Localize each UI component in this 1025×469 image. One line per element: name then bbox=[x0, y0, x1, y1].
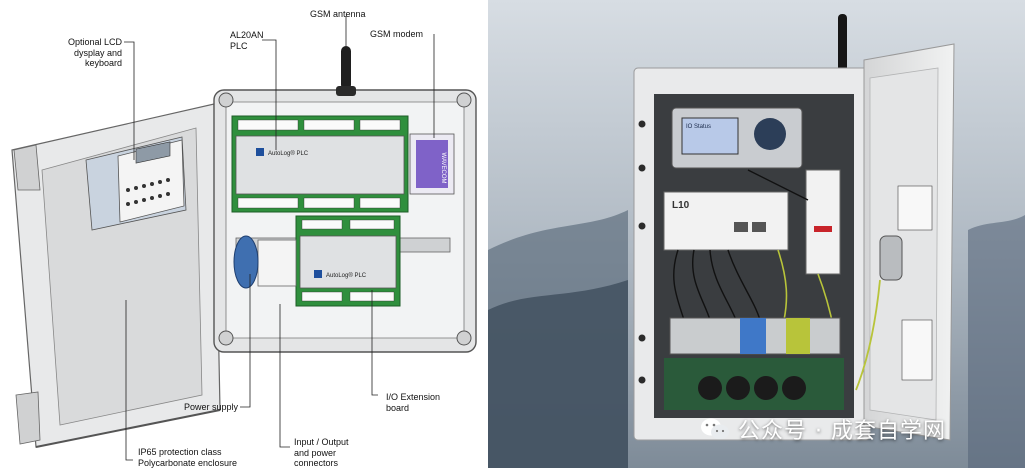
plc-main-label: AutoLog® PLC bbox=[268, 150, 309, 157]
gsm-antenna bbox=[336, 46, 356, 96]
lcd-keyboard-module bbox=[85, 136, 187, 231]
main-plc: AutoLog® PLC bbox=[231, 115, 409, 213]
plc-callout: AL20AN PLC bbox=[230, 30, 264, 51]
io-board-callout: I/O Extension board bbox=[386, 392, 441, 413]
photo-drawing: IO Status L10 bbox=[488, 0, 1025, 468]
plc-ext-label: AutoLog® PLC bbox=[326, 272, 367, 279]
gsm-modem: WAVECOM bbox=[409, 133, 455, 195]
photo-hmi-status: IO Status bbox=[686, 124, 711, 130]
modem-callout: GSM modem bbox=[370, 29, 424, 39]
io-extension-board: AutoLog® PLC bbox=[295, 215, 401, 307]
leader-lines bbox=[124, 16, 435, 461]
power-supply-unit bbox=[233, 235, 297, 289]
enclosure-diagram: AutoLog® PLC WAVECOM AutoLog® PLC bbox=[0, 0, 488, 468]
diagram-drawing: AutoLog® PLC WAVECOM AutoLog® PLC bbox=[11, 16, 477, 461]
power-supply-callout: Power supply bbox=[183, 402, 238, 412]
wechat-icon bbox=[700, 416, 730, 442]
antenna-callout: GSM antenna bbox=[310, 9, 366, 19]
connectors-callout: Input / Output and power connectors bbox=[294, 437, 349, 468]
lcd-callout: Optional LCD dysplay and keyboard bbox=[67, 37, 122, 68]
modem-brand-label: WAVECOM bbox=[440, 153, 446, 184]
watermark: 公众号 · 成套自学网 bbox=[700, 413, 946, 445]
cabinet-photo: IO Status L10 bbox=[488, 0, 1025, 468]
enclosure-callout: IP65 protection class Polycarbonate encl… bbox=[138, 447, 238, 468]
watermark-text: 公众号 · 成套自学网 bbox=[738, 419, 946, 444]
photo-plc-model: L10 bbox=[672, 200, 690, 211]
